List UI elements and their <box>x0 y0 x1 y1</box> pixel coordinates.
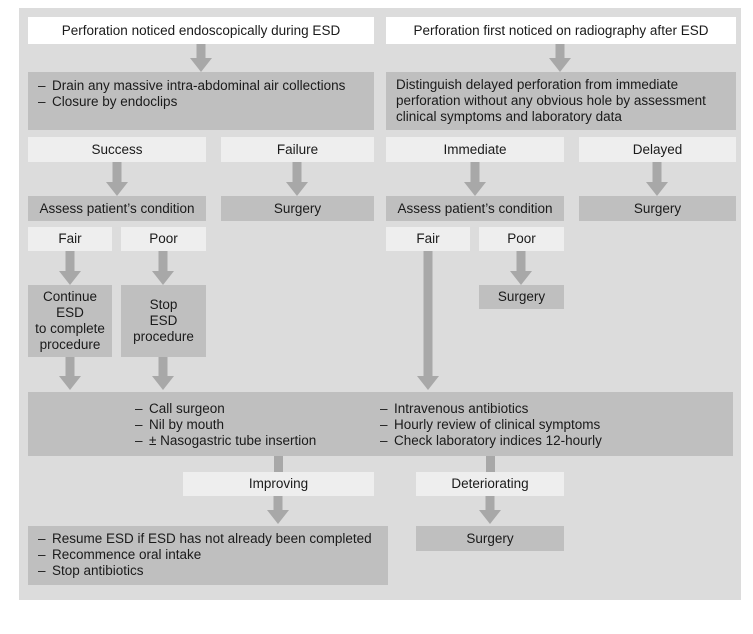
improving-action-item: Stop antibiotics <box>38 563 378 579</box>
improving-actions-box: Resume ESD if ESD has not already been c… <box>28 526 388 585</box>
left-action-item: Closure by endoclips <box>38 94 364 110</box>
right-poor-surgery-box: Surgery <box>479 285 564 309</box>
right-assess-box: Assess patient’s condition <box>386 196 564 221</box>
arrow-right-start-to-distinguish <box>549 44 571 72</box>
delayed-surgery-box: Surgery <box>579 196 736 221</box>
continue-esd-line: Continue <box>42 289 98 304</box>
right-start-box: Perforation first noticed on radiography… <box>386 17 736 44</box>
arrow-delayed-to-surgery <box>646 162 668 196</box>
management-item: ± Nasogastric tube insertion <box>135 433 316 449</box>
arrow-failure-to-surgery <box>286 162 308 196</box>
stop-esd-line: ESD <box>149 313 178 328</box>
management-right-list: Intravenous antibiotics Hourly review of… <box>380 401 602 449</box>
right-poor-box: Poor <box>479 227 564 251</box>
failure-surgery-label: Surgery <box>273 200 322 216</box>
left-assess-label: Assess patient’s condition <box>39 200 195 216</box>
distinguish-box: Distinguish delayed perforation from imm… <box>386 72 736 130</box>
left-fair-label: Fair <box>58 231 82 246</box>
right-fair-box: Fair <box>386 227 470 251</box>
left-poor-label: Poor <box>149 231 178 246</box>
continue-esd-line: procedure <box>39 337 101 352</box>
improving-action-item: Resume ESD if ESD has not already been c… <box>38 531 378 547</box>
management-item: Hourly review of clinical symptoms <box>380 417 602 433</box>
arrow-improving-to-actions <box>267 496 289 524</box>
distinguish-label: Distinguish delayed perforation from imm… <box>396 77 706 124</box>
management-box: Call surgeon Nil by mouth ± Nasogastric … <box>28 392 733 456</box>
deteriorating-surgery-label: Surgery <box>466 530 514 546</box>
failure-box: Failure <box>221 137 374 162</box>
improving-box: Improving <box>183 472 374 496</box>
continue-esd-line: to complete <box>35 321 105 336</box>
arrow-left-fair-to-continue <box>59 251 81 285</box>
arrow-left-poor-to-stop <box>152 251 174 285</box>
stop-esd-box: Stop ESD procedure <box>121 285 206 357</box>
connector-management-to-deteriorating <box>486 456 495 472</box>
failure-surgery-box: Surgery <box>221 196 374 221</box>
failure-label: Failure <box>276 141 319 157</box>
deteriorating-box: Deteriorating <box>416 472 564 496</box>
management-item: Intravenous antibiotics <box>380 401 602 417</box>
management-item: Nil by mouth <box>135 417 316 433</box>
management-left-list: Call surgeon Nil by mouth ± Nasogastric … <box>135 401 316 449</box>
deteriorating-label: Deteriorating <box>451 476 529 491</box>
arrow-immediate-to-assess <box>464 162 486 196</box>
delayed-surgery-label: Surgery <box>633 200 682 216</box>
connector-management-to-improving <box>274 456 283 472</box>
management-item: Check laboratory indices 12-hourly <box>380 433 602 449</box>
right-fair-label: Fair <box>416 231 440 246</box>
improving-action-item: Recommence oral intake <box>38 547 378 563</box>
deteriorating-surgery-box: Surgery <box>416 526 564 551</box>
continue-esd-line: ESD <box>56 305 84 320</box>
success-label: Success <box>91 141 143 157</box>
immediate-box: Immediate <box>386 137 564 162</box>
left-fair-box: Fair <box>28 227 112 251</box>
arrow-continue-to-management <box>59 357 81 390</box>
arrow-right-poor-to-surgery <box>510 251 532 285</box>
right-start-label: Perforation first noticed on radiography… <box>413 22 709 38</box>
left-poor-box: Poor <box>121 227 206 251</box>
stop-esd-line: Stop <box>149 297 178 312</box>
arrow-stop-to-management <box>152 357 174 390</box>
left-assess-box: Assess patient’s condition <box>28 196 206 221</box>
left-start-label: Perforation noticed endoscopically durin… <box>61 22 341 38</box>
left-start-box: Perforation noticed endoscopically durin… <box>28 17 374 44</box>
arrow-left-start-to-actions <box>190 44 212 72</box>
right-assess-label: Assess patient’s condition <box>397 200 553 216</box>
improving-label: Improving <box>248 476 309 491</box>
left-actions-box: Drain any massive intra-abdominal air co… <box>28 72 374 130</box>
immediate-label: Immediate <box>443 141 507 157</box>
success-box: Success <box>28 137 206 162</box>
arrow-success-to-assess <box>106 162 128 196</box>
right-poor-surgery-label: Surgery <box>497 289 546 304</box>
stop-esd-line: procedure <box>133 329 194 344</box>
arrow-right-fair-to-management <box>417 251 439 390</box>
management-item: Call surgeon <box>135 401 316 417</box>
right-poor-label: Poor <box>507 231 536 246</box>
delayed-box: Delayed <box>579 137 736 162</box>
delayed-label: Delayed <box>632 141 683 157</box>
arrow-deteriorating-to-surgery <box>479 496 501 524</box>
continue-esd-box: Continue ESD to complete procedure <box>28 285 112 357</box>
left-action-item: Drain any massive intra-abdominal air co… <box>38 78 364 94</box>
